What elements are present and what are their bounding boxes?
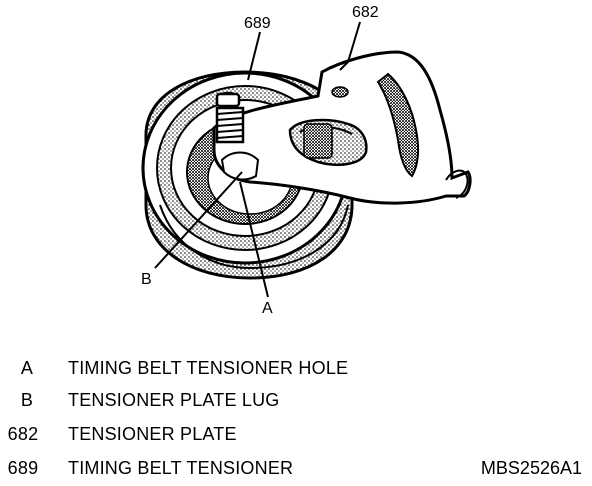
figure-id: MBS2526A1 [480, 458, 582, 478]
legend-text: TENSIONER PLATE LUG [68, 390, 280, 410]
tensioner-bolt [215, 91, 245, 144]
callout-a: A [262, 300, 273, 317]
callout-682: 682 [352, 4, 379, 21]
legend-key: 689 [7, 458, 39, 478]
callout-b: B [141, 271, 152, 288]
tensioner-plate-682 [212, 50, 472, 205]
legend: A TIMING BELT TENSIONER HOLE B TENSIONER… [0, 346, 592, 486]
legend-row-682: 682 TENSIONER PLATE [0, 420, 592, 448]
legend-row-a: A TIMING BELT TENSIONER HOLE [0, 354, 592, 382]
legend-row-689: 689 TIMING BELT TENSIONER [0, 454, 592, 482]
legend-key: 682 [7, 424, 39, 444]
legend-key: A [20, 358, 34, 378]
callout-689: 689 [244, 15, 271, 32]
legend-text: TIMING BELT TENSIONER HOLE [68, 358, 349, 378]
legend-row-b: B TENSIONER PLATE LUG [0, 386, 592, 414]
leader-lines [154, 21, 361, 298]
legend-text: TIMING BELT TENSIONER [68, 458, 294, 478]
legend-text: TENSIONER PLATE [68, 424, 237, 444]
legend-key: B [20, 390, 34, 410]
tensioner-diagram: 689 682 B A [141, 4, 472, 317]
